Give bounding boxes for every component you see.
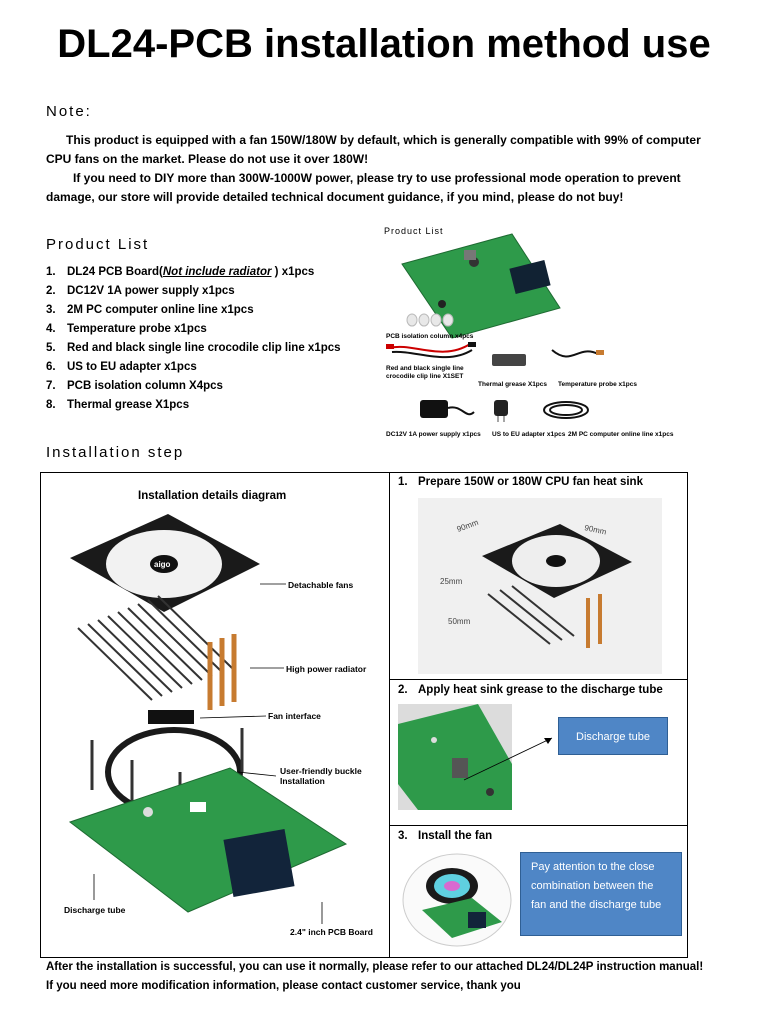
installation-frame — [40, 472, 688, 958]
adapter-image — [494, 400, 508, 416]
svg-text:Detachable fans: Detachable fans — [288, 580, 353, 590]
cpu-heatsink-photo: 90mm 90mm 25mm 50mm — [418, 498, 662, 674]
list-item: 7.PCB isolation column X4pcs — [46, 380, 223, 392]
fan-interface-image — [148, 710, 194, 724]
pcb-closeup-photo — [398, 704, 512, 810]
installation-diagram: Installation details diagram aigo — [64, 490, 373, 937]
list-item: 4.Temperature probe x1pcs — [46, 323, 207, 335]
step-1-title: 1.Prepare 150W or 180W CPU fan heat sink — [398, 476, 643, 488]
pointer-arrow — [463, 737, 553, 781]
installed-fan-photo — [402, 853, 512, 947]
step-1-panel: 1.Prepare 150W or 180W CPU fan heat sink… — [390, 472, 688, 680]
svg-text:2.4" inch PCB Board: 2.4" inch PCB Board — [290, 927, 373, 937]
svg-text:High power radiator: High power radiator — [286, 664, 367, 674]
svg-text:User-friendly buckle: User-friendly buckle — [280, 766, 362, 776]
svg-text:Installation: Installation — [280, 776, 325, 786]
pcb-board-image — [401, 233, 561, 339]
list-item: 5.Red and black single line crocodile cl… — [46, 342, 341, 354]
installation-heading: Installation step — [46, 444, 185, 461]
svg-text:Temperature probe x1pcs: Temperature probe x1pcs — [558, 381, 637, 388]
svg-text:Fan interface: Fan interface — [268, 711, 321, 721]
photo-title: Product List — [384, 226, 444, 236]
footer-line-2: If you need more modification informatio… — [46, 980, 521, 992]
step-2-panel: 2.Apply heat sink grease to the discharg… — [390, 680, 688, 826]
note-paragraph-1: This product is equipped with a fan 150W… — [46, 133, 701, 166]
step-3-panel: 3.Install the fan — [390, 826, 688, 958]
svg-text:Red and black single line: Red and black single line — [386, 365, 464, 372]
svg-text:Thermal grease X1pcs: Thermal grease X1pcs — [478, 381, 547, 388]
diagram-title: Installation details diagram — [138, 490, 286, 502]
svg-text:crocodile clip line X1SET: crocodile clip line X1SET — [386, 373, 463, 380]
pcb-screen-image — [223, 829, 295, 897]
note-paragraph-2: If you need to DIY more than 300W-1000W … — [46, 171, 681, 204]
power-supply-image — [420, 400, 448, 418]
list-item: 2.DC12V 1A power supply x1pcs — [46, 285, 235, 297]
svg-text:US to EU adapter x1pcs: US to EU adapter x1pcs — [492, 431, 566, 438]
list-item: 8.Thermal grease X1pcs — [46, 399, 190, 411]
svg-text:DC12V 1A power supply x1pcs: DC12V 1A power supply x1pcs — [386, 431, 481, 438]
discharge-tube-label: Discharge tube — [558, 717, 668, 755]
crocodile-clip-image — [386, 342, 476, 359]
discharge-tube-image — [452, 758, 468, 778]
list-item: 1.DL24 PCB Board(Not include radiator ) … — [46, 266, 315, 278]
isolation-columns-image — [406, 313, 454, 327]
installation-diagram-panel: Installation details diagram aigo — [40, 472, 390, 958]
step-3-title: 3.Install the fan — [398, 830, 493, 842]
svg-text:25mm: 25mm — [440, 577, 463, 586]
heat-pipes-image — [207, 634, 237, 710]
svg-text:aigo: aigo — [154, 560, 171, 569]
list-item: 3.2M PC computer online line x1pcs — [46, 304, 254, 316]
product-list-photo: Product List PCB isolation column x4pcs … — [384, 226, 674, 438]
usb-cable-image — [543, 401, 589, 419]
svg-text:50mm: 50mm — [448, 617, 471, 626]
page-title: DL24-PCB installation method use — [57, 22, 711, 66]
attention-note: Pay attention to the close combination b… — [520, 852, 682, 936]
thermal-grease-image — [492, 354, 526, 366]
note-heading: Note: — [46, 103, 92, 120]
product-list: 1.DL24 PCB Board(Not include radiator ) … — [46, 263, 341, 415]
svg-text:Discharge tube: Discharge tube — [64, 905, 126, 915]
pcb-screen-image — [509, 260, 551, 294]
list-item: 6.US to EU adapter x1pcs — [46, 361, 197, 373]
svg-text:PCB isolation column x4pcs: PCB isolation column x4pcs — [386, 333, 474, 340]
footer-line-1: After the installation is successful, yo… — [46, 961, 704, 973]
svg-text:2M PC computer online line x1p: 2M PC computer online line x1pcs — [568, 431, 674, 438]
product-list-heading: Product List — [46, 236, 150, 253]
temperature-probe-image — [551, 349, 599, 358]
fan-image: aigo — [70, 514, 260, 612]
pcb-board-image — [68, 767, 348, 913]
step-2-title: 2.Apply heat sink grease to the discharg… — [398, 684, 663, 696]
